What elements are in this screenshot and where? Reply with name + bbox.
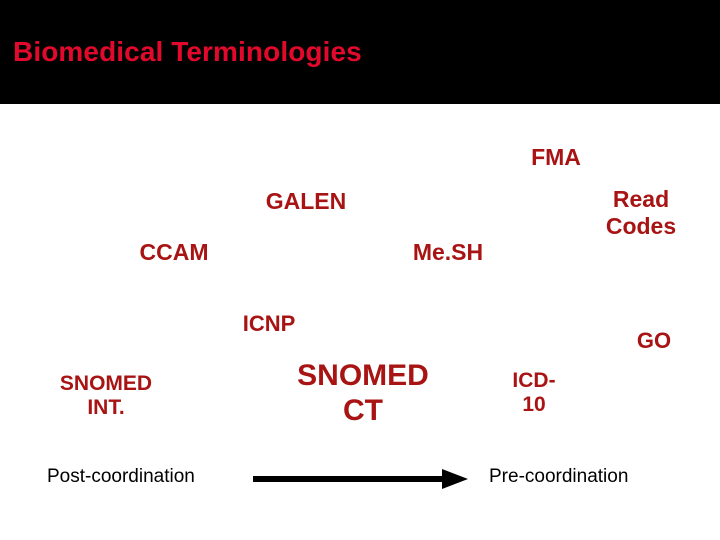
terminology-label-galen: GALEN	[265, 188, 347, 214]
terminology-label-fma: FMA	[531, 144, 581, 170]
right-arrow-icon	[252, 466, 470, 492]
terminology-label-snomed-int: SNOMED INT.	[59, 372, 153, 420]
pre-coordination-label: Pre-coordination	[489, 466, 629, 487]
terminology-label-snomed-ct: SNOMED CT	[297, 359, 429, 427]
post-coordination-label: Post-coordination	[47, 466, 195, 487]
terminology-label-me-sh: Me.SH	[412, 239, 484, 265]
terminology-label-icd-10: ICD- 10	[512, 369, 556, 417]
title-banner: Biomedical Terminologies	[0, 0, 720, 104]
page-title: Biomedical Terminologies	[13, 36, 362, 67]
terminology-label-icnp: ICNP	[242, 311, 296, 336]
terminology-label-read-codes: Read Codes	[605, 186, 677, 239]
terminology-label-go: GO	[636, 328, 672, 353]
terminology-label-ccam: CCAM	[139, 239, 209, 265]
